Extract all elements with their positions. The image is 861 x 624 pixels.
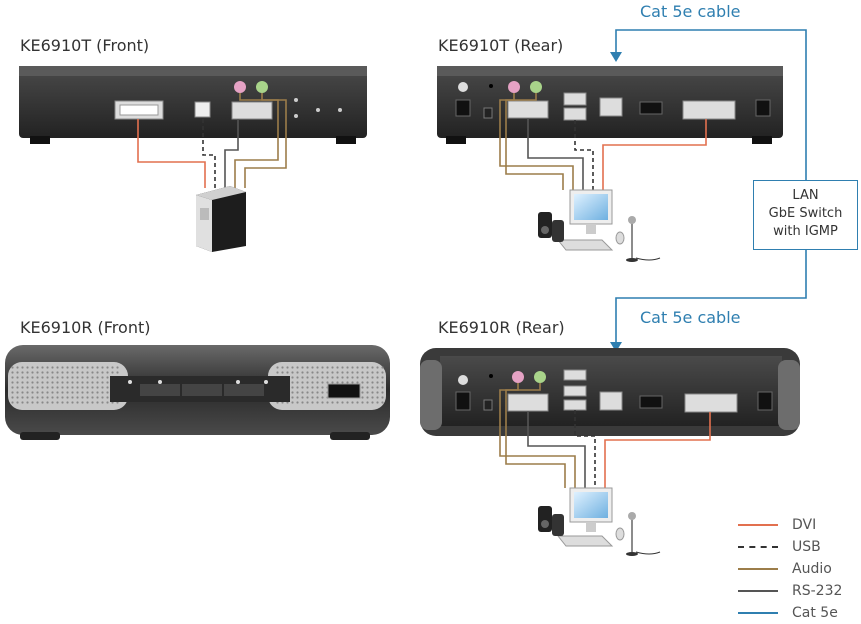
label-ke6910r-rear: KE6910R (Rear): [438, 318, 565, 337]
legend-swatch: [738, 546, 778, 548]
arrow-down-icon: [610, 342, 622, 352]
workstation-top: [538, 189, 661, 262]
legend-item-dvi: DVI: [738, 514, 842, 536]
legend-item-audio: Audio: [738, 558, 842, 580]
ke6910t-rear-device: [437, 66, 783, 144]
legend-item-usb: USB: [738, 536, 842, 558]
switch-line-2: GbE Switch: [768, 206, 843, 221]
lan-switch-box: LAN GbE Switch with IGMP: [753, 180, 858, 250]
switch-line-3: with IGMP: [773, 224, 838, 239]
legend-swatch: [738, 524, 778, 526]
tx-front-cables: [137, 93, 287, 188]
legend-label: USB: [792, 539, 821, 555]
label-ke6910t-front: KE6910T (Front): [20, 36, 150, 55]
label-cat5e-bottom: Cat 5e cable: [640, 308, 741, 327]
legend-label: Audio: [792, 561, 832, 577]
pc-tower: [196, 186, 246, 252]
legend-item-rs232: RS-232: [738, 580, 842, 602]
ke6910r-front-device: [5, 345, 390, 440]
legend-label: Cat 5e: [792, 605, 838, 621]
legend-swatch: [738, 612, 778, 614]
label-cat5e-top: Cat 5e cable: [640, 2, 741, 21]
legend-swatch: [738, 590, 778, 592]
arrow-down-icon: [610, 52, 622, 62]
workstation-bottom: [538, 487, 661, 556]
cat5e-lines: [615, 29, 807, 346]
rx-rear-cables: [499, 383, 711, 488]
legend: DVI USB Audio RS-232 Cat 5e: [738, 514, 842, 624]
ke6910r-rear-device: [420, 348, 800, 436]
ke6910t-front-device: [19, 66, 367, 144]
label-ke6910t-rear: KE6910T (Rear): [438, 36, 564, 55]
switch-line-1: LAN: [792, 188, 819, 203]
legend-item-cat5e: Cat 5e: [738, 602, 842, 624]
legend-swatch: [738, 568, 778, 570]
legend-label: DVI: [792, 517, 817, 533]
label-ke6910r-front: KE6910R (Front): [20, 318, 151, 337]
tx-rear-cables: [499, 93, 707, 190]
legend-label: RS-232: [792, 583, 843, 599]
